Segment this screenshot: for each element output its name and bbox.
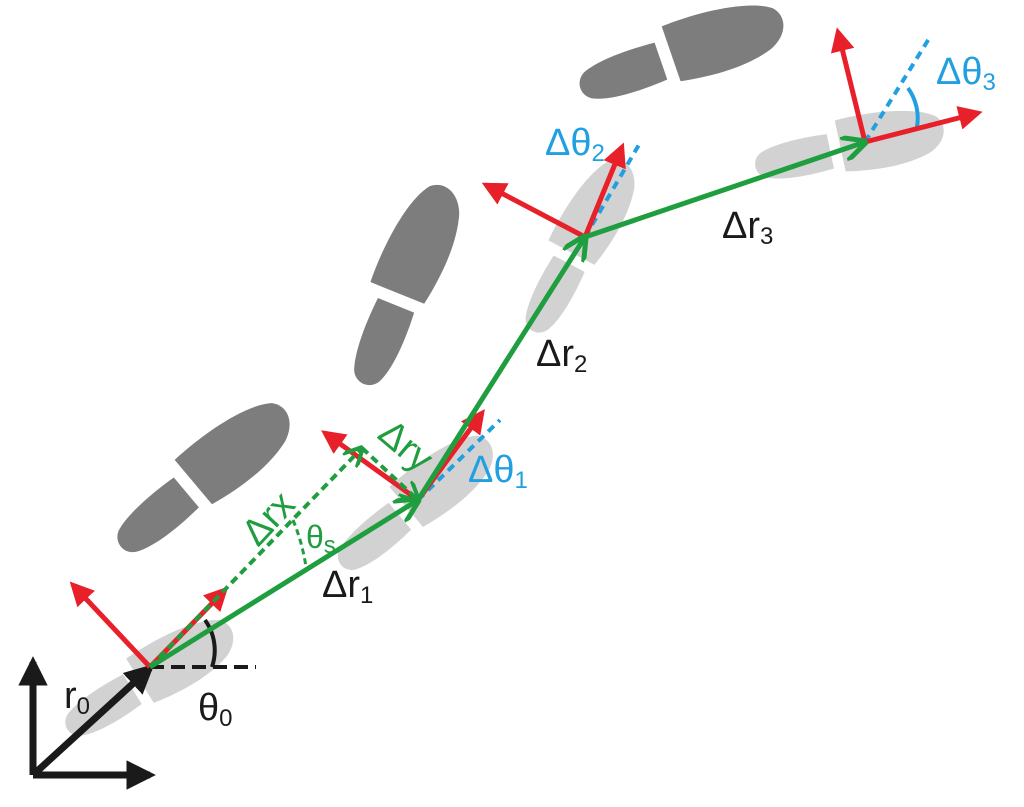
theta0-arc	[203, 618, 217, 668]
foot3-lateral-axis	[830, 27, 868, 143]
dtheta2-heading-line	[583, 141, 642, 239]
drx-component-arrow	[148, 448, 362, 669]
dr3-label: Δr3	[722, 205, 773, 250]
dr3-arrow	[584, 142, 865, 240]
dtheta3-heading-line	[863, 35, 932, 144]
thetas-label: θs	[306, 519, 336, 559]
footprint-left-icon	[569, 0, 793, 118]
foot2-forward-axis	[582, 142, 626, 238]
displacement-vectors	[148, 142, 865, 670]
footprint-left-icon	[333, 173, 473, 396]
light-footprints	[51, 98, 950, 754]
dr2-arrow	[415, 237, 585, 502]
foot2-lateral-axis	[481, 182, 587, 240]
reference-frame	[18, 618, 256, 790]
heading-change-markers	[416, 35, 932, 502]
r0-vector-arrow	[30, 664, 155, 778]
r0-label: r0	[64, 675, 90, 720]
dtheta3-label: Δθ3	[936, 51, 996, 96]
thetas-arc	[291, 519, 308, 568]
dr2-label: Δr2	[536, 333, 587, 378]
dtheta1-heading-line	[416, 418, 502, 502]
dr1-label: Δr1	[322, 564, 373, 609]
drx-label: Δrx	[234, 484, 304, 554]
foot3-forward-axis	[864, 106, 983, 145]
dtheta1-label: Δθ1	[468, 449, 528, 494]
foot0-lateral-axis	[69, 581, 152, 669]
dtheta3-arc	[906, 86, 920, 128]
dr1-arrow	[148, 500, 418, 670]
theta0-label: θ0	[198, 687, 233, 732]
dtheta2-label: Δθ2	[545, 122, 605, 167]
